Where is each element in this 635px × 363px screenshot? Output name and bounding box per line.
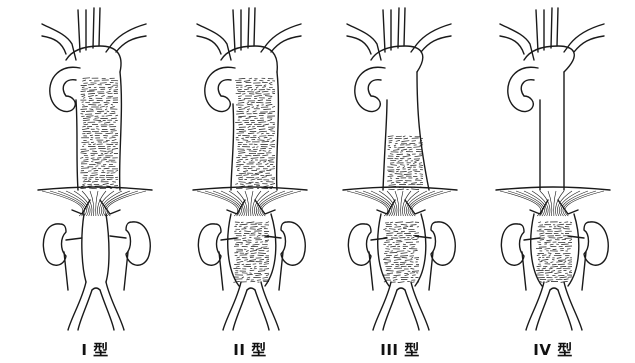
left-iliac-artery: [526, 282, 550, 330]
left-carotid-artery: [536, 10, 544, 52]
left-carotid-artery: [78, 10, 86, 52]
aneurysm-hatching-thoracic: [80, 78, 118, 189]
brachiocephalic-artery-inner: [271, 36, 301, 52]
right-iliac-artery: [405, 282, 429, 330]
aneurysm-hatching-thoracic: [235, 78, 275, 189]
ureters: [64, 252, 128, 290]
left-iliac-artery: [68, 282, 92, 330]
left-kidney: [198, 224, 221, 265]
abdominal-aorta: [82, 214, 109, 282]
panel-type-3: III 型: [325, 0, 475, 363]
renal-arteries: [66, 236, 126, 240]
right-carotid-artery: [398, 8, 405, 48]
right-kidney: [431, 222, 455, 265]
panel-type-4: IV 型: [478, 0, 628, 363]
ascending-aorta: [355, 67, 385, 111]
bifurcation: [92, 288, 100, 290]
left-kidney: [348, 224, 371, 265]
descending-thoracic-aorta: [540, 72, 564, 190]
panel-label: I 型: [20, 339, 170, 360]
left-subclavian-artery-inner: [347, 36, 371, 54]
right-kidney: [126, 222, 150, 265]
right-kidney: [584, 222, 608, 265]
diaphragm: [496, 187, 610, 190]
diaphragm-fibers: [500, 191, 604, 216]
aortic-arch: [66, 46, 121, 72]
left-kidney: [501, 224, 524, 265]
aortic-valve-curve: [218, 80, 231, 96]
aorta-illustration-type-4: [478, 0, 628, 340]
right-kidney: [281, 222, 305, 265]
left-carotid-artery: [383, 10, 391, 52]
right-iliac-artery: [100, 282, 124, 330]
aortic-arch: [221, 46, 277, 72]
aortic-valve-curve: [63, 80, 76, 96]
panel-type-1: I 型: [20, 0, 170, 363]
renal-arteries: [221, 236, 281, 240]
bifurcation: [397, 288, 405, 290]
left-iliac-artery: [373, 282, 397, 330]
panel-label: II 型: [175, 339, 325, 360]
panel-type-2: II 型: [175, 0, 325, 363]
panel-label: IV 型: [478, 339, 628, 360]
brachiocephalic-artery-inner: [116, 36, 146, 52]
left-subclavian-artery-inner: [42, 36, 66, 54]
aneurysm-hatching-abdominal: [233, 222, 269, 283]
right-iliac-artery: [558, 282, 582, 330]
aorta-illustration-type-3: [325, 0, 475, 340]
brachiocephalic-artery-inner: [574, 36, 604, 52]
left-subclavian-artery-inner: [197, 36, 221, 54]
aorta-illustration-type-1: [20, 0, 170, 340]
left-carotid-artery: [233, 10, 241, 52]
ascending-aorta: [50, 67, 80, 111]
left-kidney: [43, 224, 66, 265]
right-carotid-artery: [551, 8, 558, 48]
right-carotid-artery: [248, 8, 255, 48]
aortic-valve-curve: [521, 80, 534, 96]
aortic-valve-curve: [368, 80, 381, 96]
left-iliac-artery: [223, 282, 247, 330]
brachiocephalic-artery-inner: [421, 36, 451, 52]
panel-label: III 型: [325, 339, 475, 360]
ascending-aorta: [508, 67, 538, 111]
aorta-illustration-type-2: [175, 0, 325, 340]
ascending-aorta: [205, 67, 235, 111]
aneurysm-hatching-thoracic: [387, 136, 423, 190]
bifurcation: [550, 288, 558, 290]
right-iliac-artery: [255, 282, 279, 330]
left-subclavian-artery-inner: [500, 36, 524, 54]
aneurysm-hatching-abdominal: [383, 222, 419, 283]
diaphragm-fibers: [347, 191, 451, 216]
diaphragm-fibers: [42, 191, 146, 216]
bifurcation: [247, 288, 255, 290]
descending-thoracic-aorta: [383, 72, 429, 190]
diaphragm-fibers: [197, 191, 301, 216]
right-carotid-artery: [93, 8, 100, 48]
aneurysm-hatching-abdominal: [536, 222, 572, 283]
